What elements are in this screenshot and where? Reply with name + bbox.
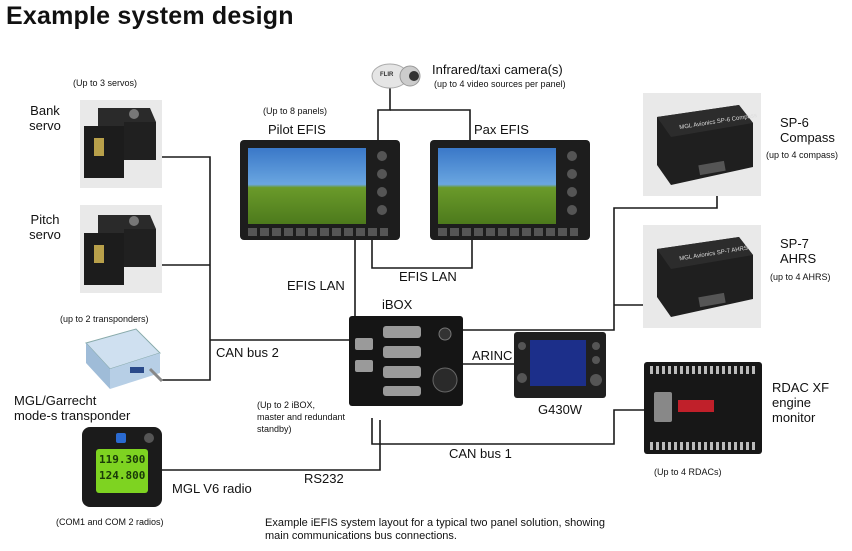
pitch-servo-label: Pitch servo: [29, 212, 61, 242]
servo-bus-line: [162, 156, 211, 381]
pax-efis-label: Pax EFIS: [474, 122, 529, 137]
bank-servo-label: Bank servo: [29, 103, 61, 133]
sp6-photo: MGL Avionics SP-6 Compass: [643, 93, 761, 196]
camera-line-pax: [390, 109, 471, 140]
camera-note: (up to 4 video sources per panel): [434, 79, 566, 89]
right-bus-line: [460, 196, 718, 331]
radio-note: (COM1 and COM 2 radios): [56, 517, 164, 527]
g430w-screen: [530, 340, 586, 386]
rdac-pins-bottom: [650, 442, 756, 450]
efis-lan-mid-line: [371, 240, 473, 269]
pitch-servo-photo: [80, 205, 162, 293]
page-title: Example system design: [6, 2, 294, 30]
rdac-pins-top: [650, 366, 756, 374]
rdac-note: (Up to 4 RDACs): [654, 467, 722, 477]
camera-label: Infrared/taxi camera(s): [432, 62, 563, 77]
rs232-line: [162, 420, 381, 471]
radio-freq-1: 119.300: [99, 453, 146, 466]
rdac-red-label: [678, 400, 714, 412]
sp6-label: SP-6 Compass: [780, 115, 835, 145]
servos-note: (Up to 3 servos): [73, 78, 138, 88]
transponder-photo: [80, 323, 164, 393]
sp6-note: (up to 4 compass): [766, 150, 839, 160]
sp7-note: (up to 4 AHRS): [770, 272, 831, 282]
g430w-photo: [514, 332, 606, 398]
efis-lan-mid-label: EFIS LAN: [399, 269, 457, 284]
can-bus-1-line: [371, 409, 650, 445]
transponders-note: (up to 2 transponders): [60, 314, 149, 324]
ibox-note: (Up to 2 iBOX, master and redundant stan…: [257, 400, 346, 434]
arinc-label: ARINC: [472, 348, 513, 363]
pilot-efis-label: Pilot EFIS: [268, 122, 326, 137]
bank-servo-photo: [80, 100, 162, 188]
camera-line-pilot: [377, 88, 391, 140]
radio-screen: 119.300 124.800: [96, 449, 148, 493]
sp7-label: SP-7 AHRS: [780, 236, 817, 266]
radio-label: MGL V6 radio: [172, 481, 252, 496]
can-bus-2-label: CAN bus 2: [216, 345, 279, 360]
rs232-label: RS232: [304, 471, 344, 486]
camera-brand: FLIR: [380, 72, 394, 78]
pilot-efis-photo: [240, 140, 400, 240]
efis-lan-left-label: EFIS LAN: [287, 278, 345, 293]
radio-knob-icon: [144, 433, 154, 443]
sp7-photo: MGL Avionics SP-7 AHRS: [643, 225, 761, 328]
pax-efis-buttons: [438, 228, 578, 236]
radio-led-icon: [116, 433, 126, 443]
ibox-label: iBOX: [382, 297, 413, 312]
transponder-label: MGL/Garrecht mode-s transponder: [14, 393, 131, 423]
rdac-connector: [654, 392, 672, 422]
camera-photo: FLIR: [370, 62, 422, 92]
can-bus-1-label: CAN bus 1: [449, 446, 512, 461]
panels-note: (Up to 8 panels): [263, 106, 328, 116]
rdac-label: RDAC XF engine monitor: [772, 380, 830, 425]
pilot-efis-screen: [248, 148, 366, 224]
radio-freq-2: 124.800: [99, 469, 146, 482]
pax-efis-photo: [430, 140, 590, 240]
caption: Example iEFIS system layout for a typica…: [265, 517, 605, 542]
pilot-efis-buttons: [248, 228, 388, 236]
pax-efis-screen: [438, 148, 556, 224]
rdac-photo: [644, 362, 762, 454]
radio-photo: 119.300 124.800: [82, 427, 162, 507]
ibox-photo: [349, 316, 463, 406]
g430w-label: G430W: [538, 402, 583, 417]
